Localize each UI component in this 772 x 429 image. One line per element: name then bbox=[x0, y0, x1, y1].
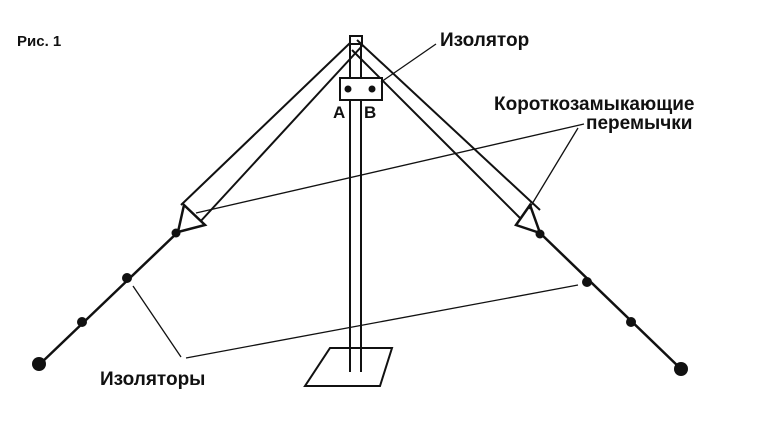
jumpers-label-line1: Короткозамыкающие bbox=[494, 94, 695, 115]
left-insulator-3 bbox=[77, 317, 87, 327]
point-a-label: A bbox=[333, 103, 346, 122]
left-jumper bbox=[176, 202, 208, 234]
right-upper-leg bbox=[351, 39, 541, 223]
left-insulator-1 bbox=[171, 228, 181, 238]
right-lower-wire bbox=[539, 232, 682, 370]
left-upper-leg bbox=[180, 42, 363, 224]
right-insulator-1 bbox=[535, 229, 545, 239]
mast-top-cap bbox=[349, 35, 363, 45]
left-insulator-2 bbox=[122, 273, 132, 283]
terminal-b-dot bbox=[368, 85, 376, 93]
insulator-label: Изолятор bbox=[440, 30, 530, 51]
right-insulator-3 bbox=[626, 317, 636, 327]
right-jumper bbox=[514, 202, 543, 235]
top-insulator-box bbox=[339, 77, 383, 101]
leader-insulators-left bbox=[132, 285, 182, 358]
leader-insulators-right bbox=[185, 284, 579, 359]
leader-insulator bbox=[380, 43, 437, 83]
point-b-label: B bbox=[364, 103, 377, 122]
left-lower-wire bbox=[39, 231, 179, 365]
terminal-a-dot bbox=[344, 85, 352, 93]
right-insulator-2 bbox=[582, 277, 592, 287]
leader-jumpers-right bbox=[528, 127, 579, 210]
jumpers-label-line2: перемычки bbox=[586, 113, 693, 134]
mast-base-plate bbox=[303, 347, 394, 387]
right-end-weight bbox=[674, 362, 688, 376]
leader-jumpers-left bbox=[195, 123, 585, 214]
left-end-weight bbox=[32, 357, 46, 371]
insulators-label: Изоляторы bbox=[100, 369, 206, 390]
figure-caption: Рис. 1 bbox=[17, 33, 62, 50]
